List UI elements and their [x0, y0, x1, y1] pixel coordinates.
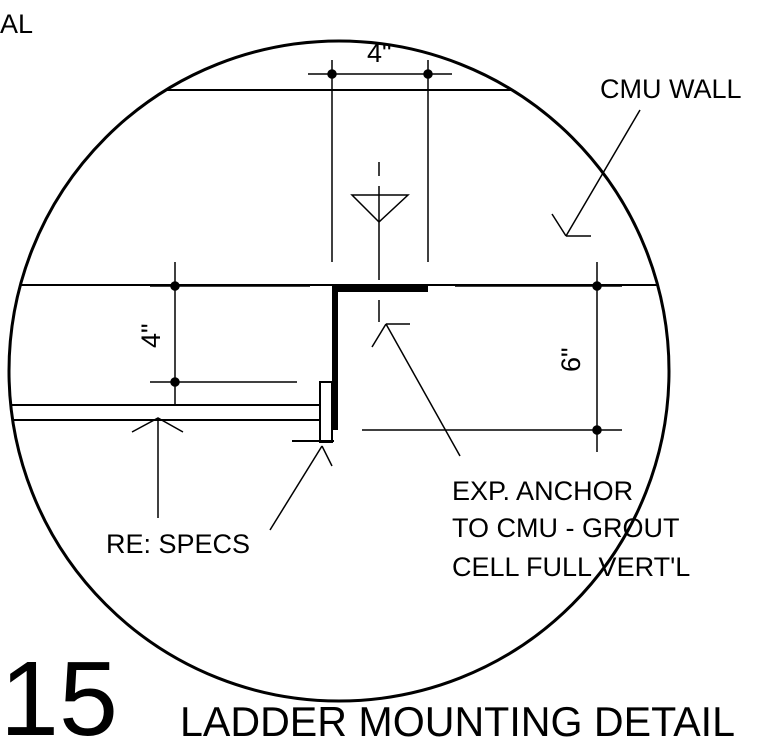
cmu-wall-leader: [551, 109, 641, 237]
section-triangle: [350, 194, 410, 224]
detail-title: LADDER MOUNTING DETAIL: [180, 698, 735, 739]
anchor-note-line-3: CELL FULL VERT'L: [452, 552, 690, 582]
anchor-note-line-2: TO CMU - GROUT: [452, 513, 679, 543]
angle-leg: [332, 285, 428, 430]
steel-angle-bracket: [292, 285, 428, 443]
dimension-dot: [423, 69, 433, 79]
cmu-wall-label: CMU WALL: [600, 74, 742, 104]
dimension-right: [362, 262, 622, 452]
dimension-left-label: 4": [136, 323, 166, 348]
mounting-plate: [319, 381, 333, 443]
rail-arrow: [131, 417, 184, 433]
wall-lines: [9, 89, 669, 421]
detail-circle: [7, 39, 671, 703]
specs-leader: [131, 417, 333, 531]
dimension-top: [308, 60, 452, 262]
dimension-dot: [592, 281, 602, 291]
dimension-dot: [327, 69, 337, 79]
detail-number: 15: [0, 640, 118, 739]
corner-text-fragment: AL: [0, 9, 33, 39]
dimension-dot: [170, 377, 180, 387]
specs-note: RE: SPECS: [106, 529, 250, 559]
dimension-right-label: 6": [556, 347, 586, 372]
dimension-left: [150, 262, 310, 405]
anchor-leader: [371, 323, 461, 457]
dimension-dot: [592, 425, 602, 435]
dimension-dot: [170, 281, 180, 291]
anchor-note-line-1: EXP. ANCHOR: [452, 476, 633, 506]
dimension-top-label: 4": [367, 38, 392, 68]
centerline: [350, 162, 410, 322]
